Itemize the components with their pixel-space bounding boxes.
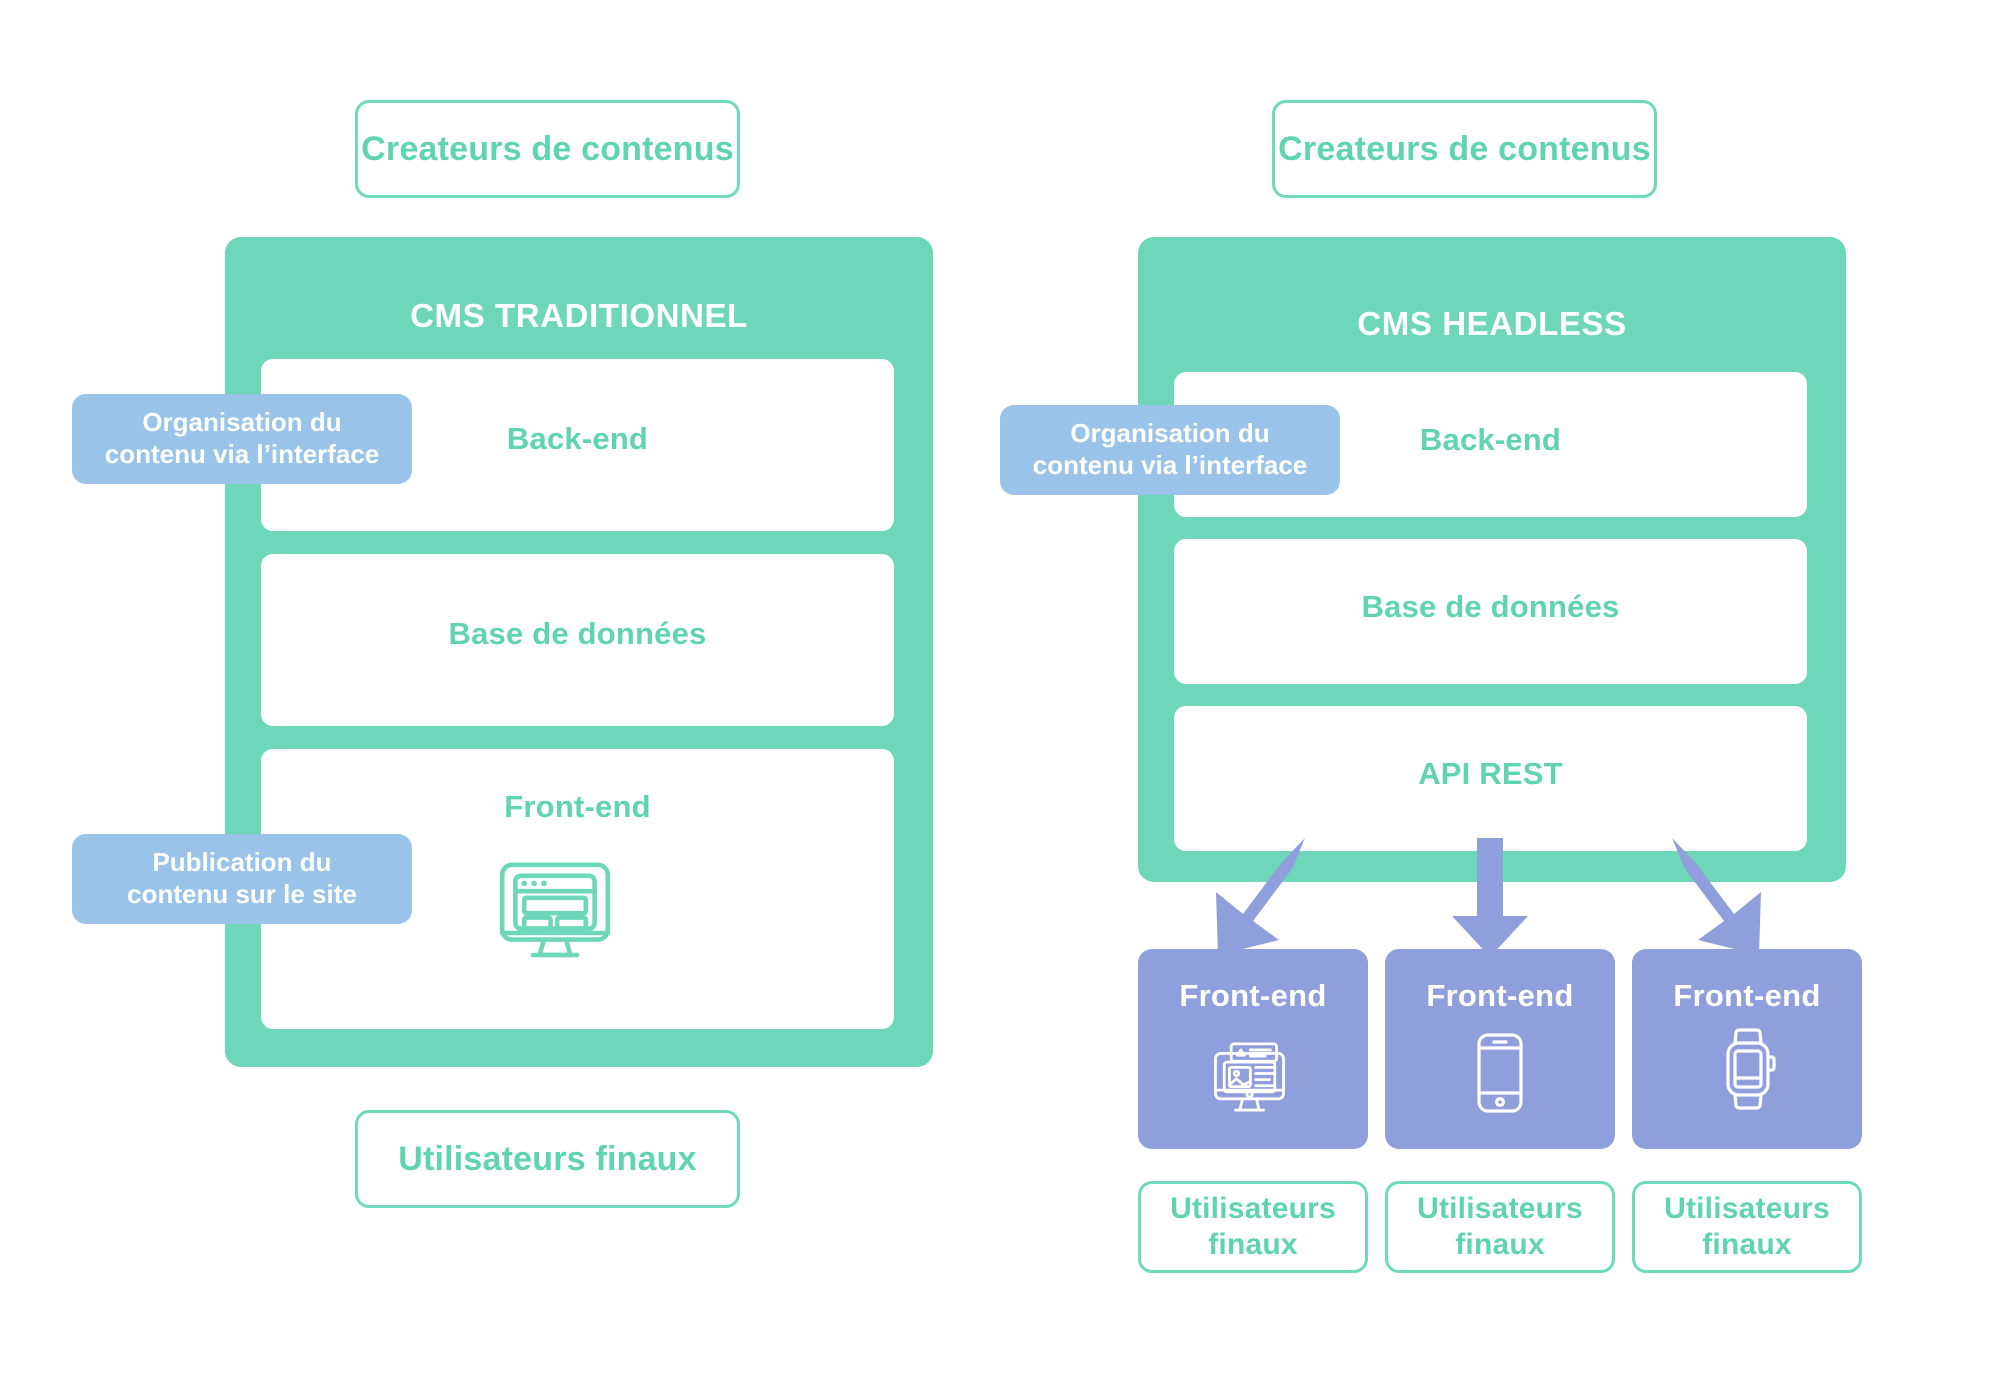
left-end-users-label: Utilisateurs finaux bbox=[398, 1139, 697, 1178]
end-users-box-mobile: Utilisateurs finaux bbox=[1385, 1181, 1615, 1273]
left-card-back-end-label: Back-end bbox=[506, 421, 649, 456]
callout-organisation-contenu-left-text: Organisation du contenu via l’interface bbox=[105, 407, 380, 470]
right-content-creators-label: Createurs de contenus bbox=[1278, 129, 1651, 168]
left-card-database-label: Base de données bbox=[448, 616, 707, 651]
end-users-line-1: Utilisateurs bbox=[1170, 1192, 1336, 1225]
desktop-monitor-icon bbox=[485, 841, 625, 981]
end-users-box-watch-text: Utilisateurs finaux bbox=[1664, 1191, 1830, 1263]
callout-line-1: Organisation du bbox=[1070, 418, 1270, 449]
front-end-card-desktop-label: Front-end bbox=[1179, 978, 1327, 1013]
right-card-database: Base de données bbox=[1174, 539, 1807, 684]
end-users-box-desktop: Utilisateurs finaux bbox=[1138, 1181, 1368, 1273]
front-end-card-watch-label: Front-end bbox=[1673, 978, 1821, 1013]
callout-line-2: contenu via l’interface bbox=[1032, 450, 1308, 480]
left-content-creators-label: Createurs de contenus bbox=[361, 129, 734, 168]
front-end-card-mobile-label: Front-end bbox=[1426, 978, 1574, 1013]
left-card-front-end-label: Front-end bbox=[504, 789, 651, 824]
cms-traditionnel-title: CMS TRADITIONNEL bbox=[410, 297, 748, 334]
smartwatch-icon bbox=[1710, 1025, 1786, 1125]
end-users-box-desktop-text: Utilisateurs finaux bbox=[1170, 1191, 1336, 1263]
left-card-database: Base de données bbox=[261, 554, 894, 726]
callout-organisation-contenu-left: Organisation du contenu via l’interface bbox=[72, 394, 412, 484]
cms-headless-title: CMS HEADLESS bbox=[1357, 305, 1627, 342]
callout-line-2: contenu via l’interface bbox=[104, 439, 380, 469]
end-users-line-2: finaux bbox=[1208, 1228, 1298, 1261]
cms-headless-panel: CMS HEADLESS Back-end Base de données AP… bbox=[1138, 237, 1846, 882]
right-card-api-rest: API REST bbox=[1174, 706, 1807, 851]
callout-publication-contenu-left-text: Publication du contenu sur le site bbox=[127, 847, 357, 910]
end-users-line-1: Utilisateurs bbox=[1664, 1192, 1830, 1225]
front-end-card-watch[interactable]: Front-end bbox=[1632, 949, 1862, 1149]
callout-publication-contenu-left: Publication du contenu sur le site bbox=[72, 834, 412, 924]
callout-line-1: Publication du bbox=[152, 847, 332, 878]
end-users-line-1: Utilisateurs bbox=[1417, 1192, 1583, 1225]
right-card-database-label: Base de données bbox=[1361, 589, 1620, 624]
callout-organisation-contenu-right: Organisation du contenu via l’interface bbox=[1000, 405, 1340, 495]
right-card-back-end-label: Back-end bbox=[1419, 422, 1562, 457]
end-users-box-mobile-text: Utilisateurs finaux bbox=[1417, 1191, 1583, 1263]
callout-line-2: contenu sur le site bbox=[127, 879, 357, 909]
end-users-line-2: finaux bbox=[1702, 1228, 1792, 1261]
callout-line-1: Organisation du bbox=[142, 407, 342, 438]
cms-traditionnel-panel: CMS TRADITIONNEL Back-end Base de donnée… bbox=[225, 237, 933, 1067]
smartphone-icon bbox=[1465, 1029, 1535, 1125]
left-end-users-box: Utilisateurs finaux bbox=[355, 1110, 740, 1208]
left-content-creators-box: Createurs de contenus bbox=[355, 100, 740, 198]
right-card-api-rest-label: API REST bbox=[1418, 756, 1563, 791]
end-users-box-watch: Utilisateurs finaux bbox=[1632, 1181, 1862, 1273]
callout-organisation-contenu-right-text: Organisation du contenu via l’interface bbox=[1033, 418, 1308, 481]
front-end-card-desktop[interactable]: Front-end bbox=[1138, 949, 1368, 1149]
end-users-line-2: finaux bbox=[1455, 1228, 1545, 1261]
desktop-monitor-icon bbox=[1203, 1027, 1303, 1127]
right-content-creators-box: Createurs de contenus bbox=[1272, 100, 1657, 198]
front-end-card-mobile[interactable]: Front-end bbox=[1385, 949, 1615, 1149]
